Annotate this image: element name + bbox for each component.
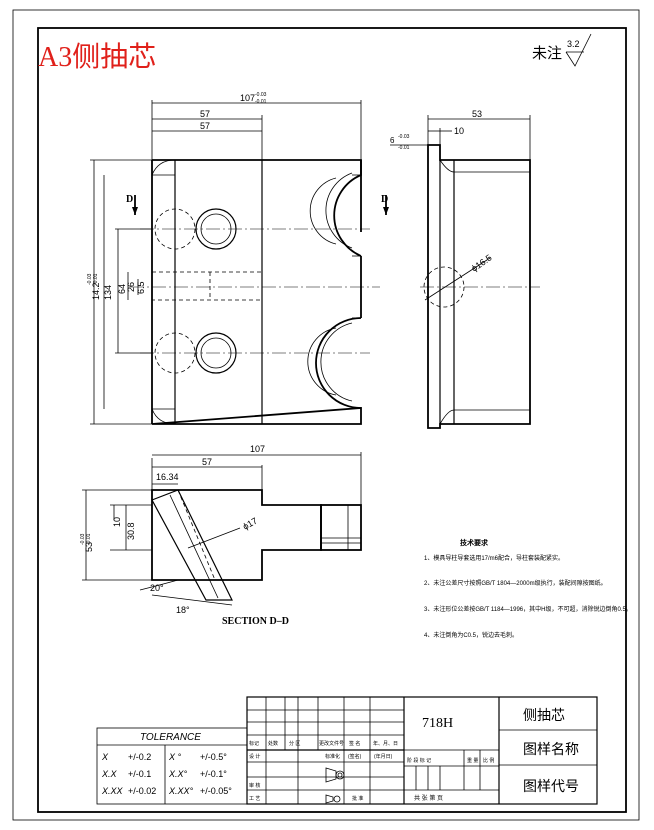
dim-half-width-a: 57 xyxy=(200,109,210,119)
dim-hole-dia: ϕ16.5 xyxy=(469,253,493,274)
section-label: SECTION D–D xyxy=(222,616,289,627)
dim-step-tol-upper: -0.03 xyxy=(398,134,410,140)
title-block: 718H 侧抽芯 图样名称 图样代号 标记 处数 分 区 更改文件号 签 名 年… xyxy=(246,696,598,805)
tol-lin-val-2: +/-0.02 xyxy=(128,786,156,796)
side-view: ϕ16.5 53 10 6 -0.03 -0.01 xyxy=(390,109,540,429)
drawing-code-label: 图样代号 xyxy=(523,778,579,794)
part-name-text: 侧抽芯 xyxy=(523,707,565,723)
tol-lin-key-2: X.XX xyxy=(101,786,124,796)
sheet-label: 共 张 第 页 xyxy=(414,794,443,802)
section-mark-right: D xyxy=(381,194,388,205)
tol-ang-key-1: X.X° xyxy=(168,769,188,779)
note-item-4: 4、未注倒角为C0.5，锐边去毛刺。 xyxy=(424,631,518,639)
section-view: 107 57 16.34 53 -0.03 -0.01 10 30.8 ϕ17 … xyxy=(80,444,362,627)
note-item-2: 2、未注公差尺寸按照GB/T 1804—2000m级执行，装配间隙按图纸。 xyxy=(424,579,607,587)
dim-half-width-b: 57 xyxy=(200,121,210,131)
inner-frame xyxy=(37,27,627,813)
rev-header-3: 更改文件号 xyxy=(319,740,344,747)
drawing-title: A3侧抽芯 xyxy=(38,41,156,73)
material-text: 718H xyxy=(422,716,453,731)
dim-width-10: 10 xyxy=(454,126,464,136)
dim-height-tol-upper: -0.03 xyxy=(87,273,93,285)
projection-symbol-icon xyxy=(325,767,345,783)
rev-header-4: 签 名 xyxy=(349,740,360,747)
dim-height-26: 26 xyxy=(126,282,136,292)
stage-header-1: 重 量 xyxy=(467,757,478,764)
tolerance-title: TOLERANCE xyxy=(140,732,201,743)
dim-section-thick-10: 10 xyxy=(112,517,122,527)
rev-header-1: 处数 xyxy=(268,740,278,747)
dim-height-tol-lower: -0.01 xyxy=(93,273,99,285)
rev-header-2: 分 区 xyxy=(289,740,300,747)
drawing-name-label: 图样名称 xyxy=(523,741,579,757)
stage-header-0: 阶 段 标 记 xyxy=(407,757,431,764)
signature-label: (签名) xyxy=(348,753,362,760)
tol-lin-key-1: X.X xyxy=(101,769,118,779)
note-item-1: 1、模具导柱导套选用17/m6配合，导柱套装配紧实。 xyxy=(424,554,564,562)
outer-frame xyxy=(12,9,640,821)
dim-height-64: 64 xyxy=(117,284,127,294)
tol-ang-val-1: +/-0.1° xyxy=(200,769,227,779)
rev-header-5: 年、月、日 xyxy=(373,740,398,747)
tol-ang-val-0: +/-0.5° xyxy=(200,752,227,762)
dim-section-height-30-8: 30.8 xyxy=(126,522,136,540)
tol-lin-val-0: +/-0.2 xyxy=(128,752,151,762)
tol-lin-key-0: X xyxy=(101,752,109,762)
dim-angle-20: 20° xyxy=(150,583,164,593)
dim-section-offset: 16.34 xyxy=(156,472,179,482)
date-label: (年月日) xyxy=(374,753,393,760)
dim-section-hole: ϕ17 xyxy=(241,516,259,532)
stage-header-2: 比 例 xyxy=(483,757,494,764)
rev-header-0: 标记 xyxy=(249,740,259,747)
tol-ang-key-2: X.XX° xyxy=(168,786,194,796)
roughness-label: 未注 xyxy=(532,45,562,62)
dim-section-tol-upper: -0.03 xyxy=(80,533,86,545)
technical-notes: 技术要求 1、模具导柱导套选用17/m6配合，导柱套装配紧实。 2、未注公差尺寸… xyxy=(424,538,632,639)
tol-ang-val-2: +/-0.05° xyxy=(200,786,232,796)
dim-width-53: 53 xyxy=(472,109,482,119)
tol-ang-key-0: X ° xyxy=(168,752,182,762)
dim-height-overall: 14.2 xyxy=(91,282,101,300)
section-mark-left: D xyxy=(126,194,133,205)
dim-angle-18: 18° xyxy=(176,605,190,615)
process-label: 工 艺 xyxy=(249,796,260,802)
dim-section-width-57: 57 xyxy=(202,457,212,467)
front-view: D D 107 -0.03 -0.01 57 57 14.2 -0.03 -0.… xyxy=(87,92,389,425)
note-item-3: 3、未注形位公差按GB/T 1184—1996，其中H级，不可超，消除锐边倒角0… xyxy=(424,605,632,613)
dim-section-overall-107: 107 xyxy=(250,444,265,454)
roughness-symbol: 未注 3.2 xyxy=(532,33,592,67)
standardized-label: 标准化 xyxy=(325,753,340,760)
dim-overall-width-tol-lower: -0.01 xyxy=(255,99,267,105)
dim-step-6: 6 xyxy=(390,136,395,145)
dim-height-65: 6.5 xyxy=(136,281,146,294)
notes-heading: 技术要求 xyxy=(460,538,489,547)
roughness-value: 3.2 xyxy=(567,39,580,49)
tolerance-block: TOLERANCE X +/-0.2 X ° +/-0.5° X.X +/-0.… xyxy=(96,727,248,805)
dim-section-height-53: 53 xyxy=(84,542,94,552)
projection-symbol-small-icon xyxy=(325,794,341,804)
dim-overall-width-tol-upper: -0.03 xyxy=(255,92,267,98)
approve-label: 批 准 xyxy=(352,795,363,802)
dim-section-tol-lower: -0.01 xyxy=(86,533,92,545)
tol-lin-val-1: +/-0.1 xyxy=(128,769,151,779)
design-label: 设 计 xyxy=(249,753,260,760)
review-label: 审 核 xyxy=(249,782,260,789)
dim-height-134: 134 xyxy=(103,285,113,300)
dim-overall-width: 107 xyxy=(240,93,255,103)
dim-step-tol-lower: -0.01 xyxy=(398,145,410,151)
